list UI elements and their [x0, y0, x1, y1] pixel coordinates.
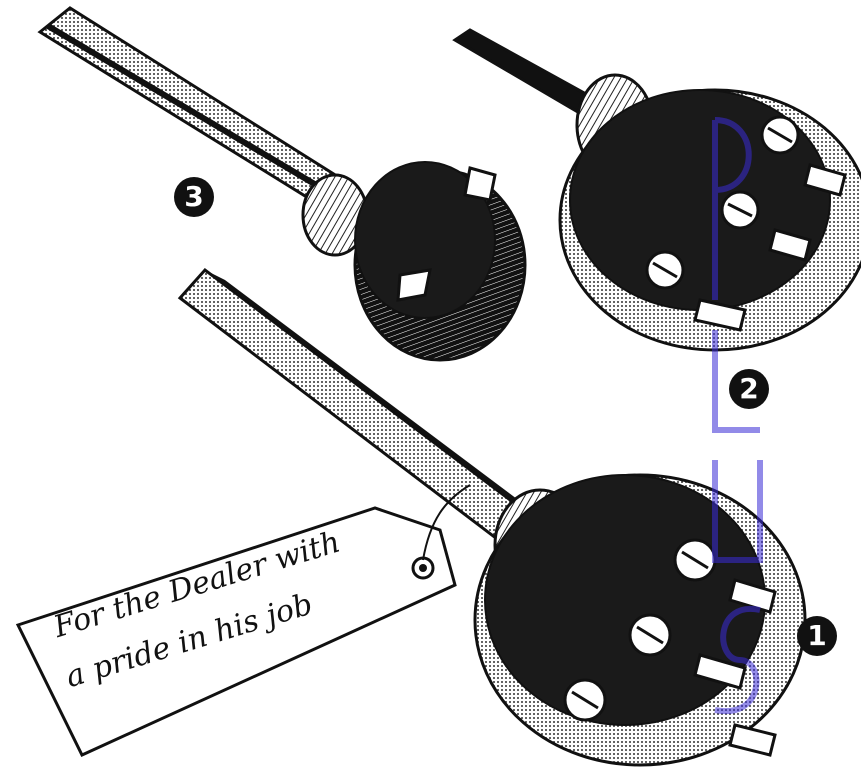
- watermark: [712, 117, 763, 715]
- terminal-3: [463, 166, 497, 202]
- badge-number-3: 3: [174, 177, 214, 217]
- terminal-2c: [693, 298, 747, 332]
- tag-outline: [15, 506, 457, 757]
- badge-number-1: 1: [797, 616, 837, 656]
- tag-string: [422, 484, 471, 561]
- potentiometer-2: [452, 28, 861, 352]
- terminal-2a: [803, 163, 847, 197]
- terminal-1b: [693, 653, 747, 690]
- terminal-1a: [728, 578, 777, 614]
- luggage-tag: [15, 484, 471, 757]
- terminal-2b: [768, 228, 812, 262]
- terminal-1c: [728, 723, 777, 757]
- badge-number-2: 2: [729, 369, 769, 409]
- potentiometer-3: [37, 6, 527, 362]
- potentiometer-1: [177, 267, 807, 767]
